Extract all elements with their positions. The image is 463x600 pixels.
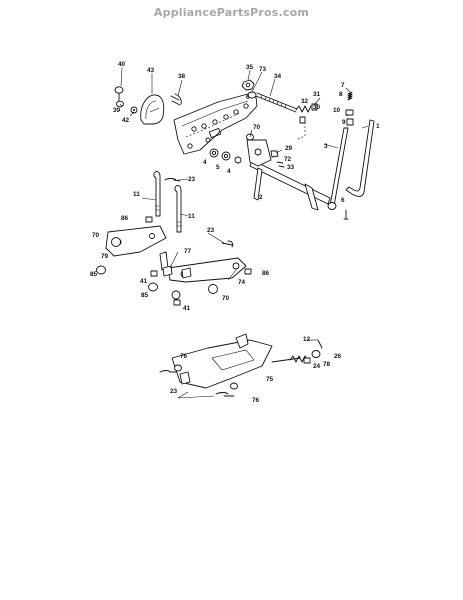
callout-label: 9 (342, 119, 346, 126)
callout-labels: 40 43 38 39 42 35 73 34 6 31 32 30 7 8 1… (90, 61, 380, 404)
callout-label: 70 (92, 232, 100, 239)
callout-label: 79 (101, 253, 109, 260)
callout-label: 41 (140, 278, 148, 285)
bolt-part (270, 150, 285, 168)
nut-part (145, 216, 153, 223)
callout-label: 76 (252, 397, 260, 404)
callout-label: 39 (113, 107, 121, 114)
callout-label: 4 (227, 168, 231, 175)
callout-label: 31 (313, 91, 321, 98)
lift-handle-part (345, 119, 375, 197)
pivot-bracket-part (246, 133, 272, 167)
callout-label: 43 (147, 67, 155, 74)
callout-label: 10 (333, 107, 341, 114)
callout-label: 34 (274, 73, 282, 80)
handle-cover-part (140, 94, 165, 125)
nut-part (244, 268, 252, 275)
callout-label: 4 (203, 159, 207, 166)
callout-label: 32 (301, 98, 309, 105)
callout-label: 8 (339, 91, 343, 98)
nut-part (241, 79, 255, 91)
watermark: AppliancePartsPros.com (153, 6, 310, 19)
callout-label: 70 (222, 295, 230, 302)
spacer-part (162, 265, 192, 279)
callout-label: 23 (207, 227, 215, 234)
threaded-rod-part (255, 92, 298, 113)
bushing-part (171, 290, 181, 300)
nut-part (299, 103, 318, 124)
clip-part (170, 93, 182, 106)
callout-label: 5 (216, 164, 220, 171)
cotter-pin-part (221, 240, 234, 248)
plug-part (96, 265, 158, 292)
callout-label: 26 (334, 353, 342, 360)
spring-part (289, 355, 309, 363)
stabilizer-bar-part (171, 333, 273, 389)
callout-label: 74 (238, 279, 246, 286)
spring-part (295, 105, 312, 113)
callout-label: 38 (178, 73, 186, 80)
callout-label: 41 (183, 305, 191, 312)
callout-label: 78 (323, 361, 331, 368)
callout-label: 24 (313, 363, 321, 370)
pin-part (343, 209, 349, 220)
callout-label: 23 (170, 388, 178, 395)
callout-label: 85 (141, 292, 149, 299)
bushing-part (111, 237, 121, 247)
cotter-pin-part (159, 364, 238, 397)
callout-label: 35 (246, 64, 254, 71)
callout-label: 12 (303, 336, 311, 343)
callout-label: 3 (324, 143, 328, 150)
hanger-bracket-part (167, 257, 247, 283)
callout-label: 6 (246, 94, 250, 101)
spring-part (345, 91, 354, 126)
leader-lines (119, 66, 369, 399)
washer-part (130, 106, 138, 114)
rod-part (271, 357, 301, 363)
callout-label: 42 (122, 117, 130, 124)
swivel-part (303, 339, 323, 364)
callout-label: 72 (284, 156, 292, 163)
cotter-pin-part (164, 178, 181, 182)
bracket-plate-part (173, 93, 258, 155)
callout-label: 11 (133, 191, 140, 198)
callout-label: 23 (188, 176, 196, 183)
lift-link-part (153, 171, 182, 233)
callout-label: 77 (184, 248, 192, 255)
callout-label: 75 (266, 376, 274, 383)
bolt-part (150, 270, 181, 306)
bushing-part (208, 284, 218, 294)
callout-label: 29 (285, 145, 293, 152)
callout-label: 76 (180, 353, 188, 360)
callout-label: 6 (341, 197, 345, 204)
callout-label: 86 (262, 270, 270, 277)
callout-label: 86 (121, 215, 129, 222)
callout-label: 73 (259, 66, 267, 73)
callout-label: 30 (313, 104, 321, 111)
callout-label: 33 (287, 164, 295, 171)
shift-lever-part (327, 127, 349, 210)
callout-label: 85 (90, 271, 98, 278)
callout-label: 2 (259, 194, 263, 201)
callout-label: 11 (188, 213, 195, 220)
callout-label: 40 (118, 61, 126, 68)
bushing-part (209, 148, 242, 164)
callout-label: 7 (341, 82, 345, 89)
callout-label: 1 (376, 123, 380, 130)
callout-label: 70 (253, 124, 261, 131)
cross-shaft-part (249, 159, 331, 211)
